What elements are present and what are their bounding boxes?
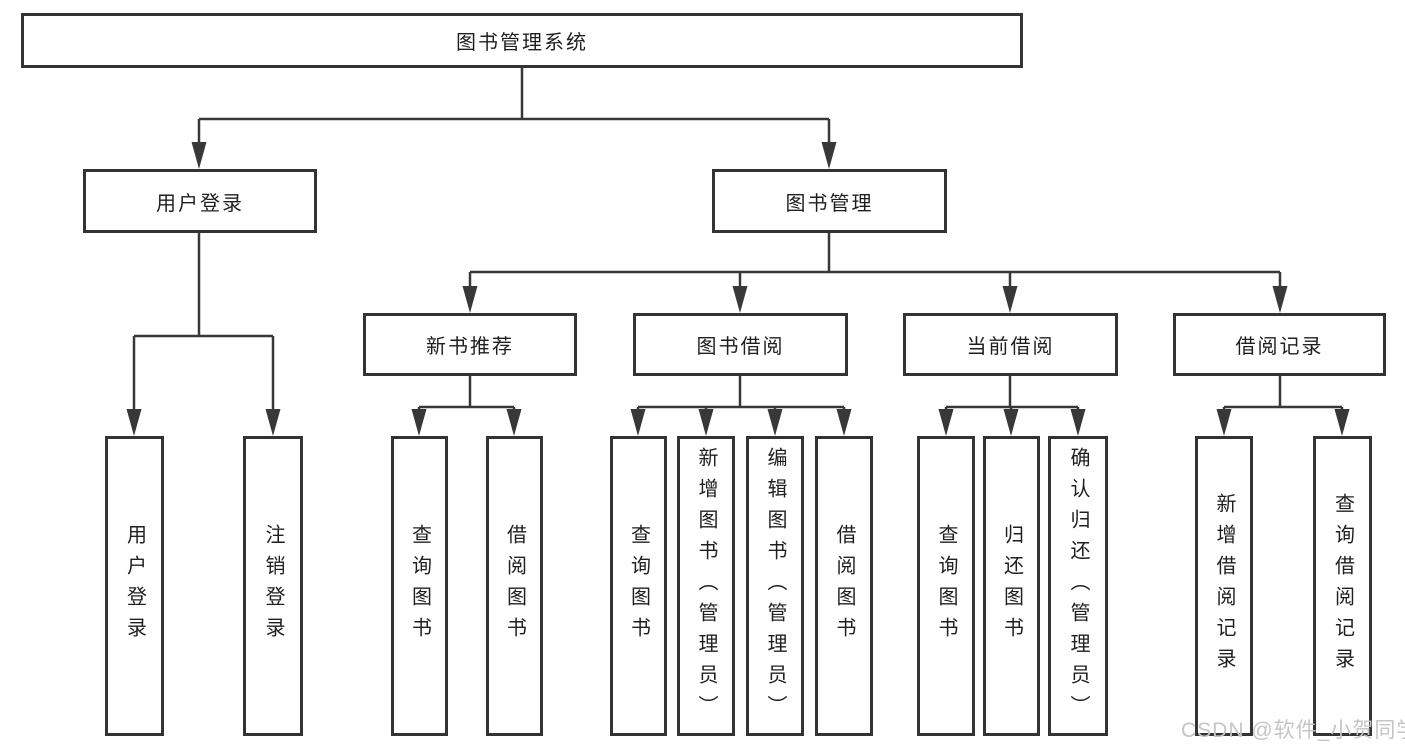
node-new-book-recommend-label: 新书推荐	[426, 336, 514, 358]
node-current-borrow: 当前借阅	[903, 313, 1118, 376]
node-book-borrow-label: 图书借阅	[696, 336, 785, 358]
leaf-add-borrow-record: 新增借阅记录	[1195, 436, 1253, 736]
leaf-add-borrow-record-label: 新增借阅记录	[1213, 493, 1235, 679]
node-user-login: 用户登录	[83, 169, 317, 233]
node-new-book-recommend: 新书推荐	[363, 313, 577, 376]
leaf-edit-books-admin: 编辑图书（管理员）	[746, 436, 804, 736]
leaf-borrow-books-recommend-label: 借阅图书	[503, 524, 526, 648]
leaf-query-borrow-record: 查询借阅记录	[1313, 436, 1372, 736]
leaf-logout-label: 注销登录	[262, 524, 284, 648]
node-book-management-label: 图书管理	[785, 192, 874, 215]
leaf-borrow-books-label: 借阅图书	[833, 524, 855, 648]
arrowhead-icons	[126, 142, 1350, 436]
leaf-user-login-label: 用户登录	[123, 524, 146, 648]
leaf-borrow-books-recommend: 借阅图书	[486, 436, 543, 736]
leaf-query-books-borrow-label: 查询图书	[627, 524, 650, 648]
node-book-management: 图书管理	[712, 169, 947, 233]
leaf-query-borrow-record-label: 查询借阅记录	[1331, 493, 1354, 679]
node-borrow-record-label: 借阅记录	[1235, 336, 1324, 358]
node-borrow-record: 借阅记录	[1173, 313, 1386, 376]
node-library-system: 图书管理系统	[21, 13, 1023, 68]
leaf-query-books-current-label: 查询图书	[935, 524, 957, 648]
leaf-edit-books-admin-label: 编辑图书（管理员）	[764, 446, 786, 726]
node-user-login-label: 用户登录	[156, 192, 244, 215]
node-current-borrow-label: 当前借阅	[966, 336, 1055, 358]
leaf-query-books-recommend-label: 查询图书	[408, 524, 431, 648]
leaf-confirm-return-admin-label: 确认归还（管理员）	[1067, 446, 1089, 726]
leaf-borrow-books: 借阅图书	[815, 436, 873, 736]
leaf-logout: 注销登录	[243, 436, 303, 736]
csdn-watermark: CSDN @软件_小贺同学	[1181, 719, 1405, 742]
leaf-query-books-current: 查询图书	[917, 436, 975, 736]
leaf-query-books-recommend: 查询图书	[391, 436, 448, 736]
leaf-query-books-borrow: 查询图书	[610, 436, 667, 736]
node-library-system-label: 图书管理系统	[456, 32, 588, 54]
leaf-user-login: 用户登录	[105, 436, 164, 736]
leaf-add-books-admin: 新增图书（管理员）	[677, 436, 735, 736]
node-book-borrow: 图书借阅	[633, 313, 848, 376]
leaf-return-books-label: 归还图书	[1000, 524, 1023, 648]
leaf-return-books: 归还图书	[983, 436, 1040, 736]
leaf-confirm-return-admin: 确认归还（管理员）	[1048, 436, 1108, 736]
leaf-add-books-admin-label: 新增图书（管理员）	[695, 446, 717, 726]
